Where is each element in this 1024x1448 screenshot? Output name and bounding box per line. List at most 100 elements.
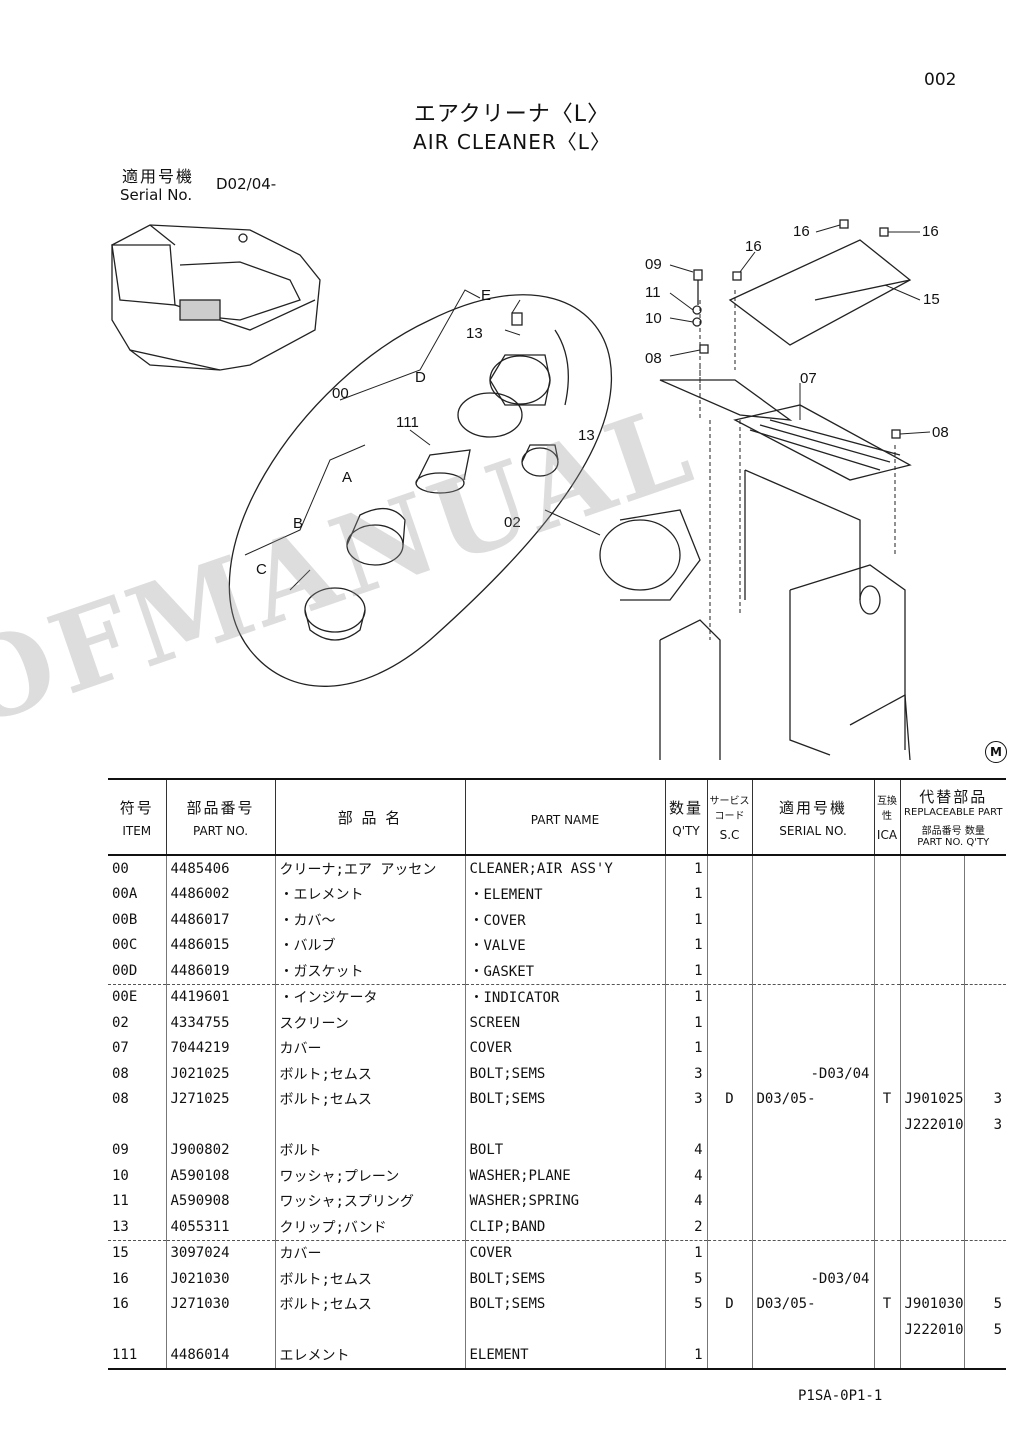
cell-qty: 5: [664, 1266, 707, 1292]
cell-part-no: J271030: [165, 1291, 275, 1317]
cell-ica: [873, 907, 900, 933]
cell-sc: [706, 1266, 752, 1292]
cell-repl-part-no: [899, 1214, 964, 1240]
cell-qty: 1: [664, 932, 707, 958]
cell-qty: 4: [664, 1188, 707, 1214]
cell-repl-qty: 3: [963, 1086, 1006, 1112]
cell-part-no: 4485406: [165, 855, 275, 882]
cell-sc: D: [706, 1291, 752, 1317]
cell-repl-part-no: [899, 1239, 964, 1266]
cell-part-no: 4486002: [165, 881, 275, 907]
cell-ica: [873, 1061, 900, 1087]
cell-repl-qty: [963, 1137, 1006, 1163]
cell-ica: [873, 1010, 900, 1036]
cell-repl-qty: [963, 983, 1006, 1010]
callout-13a: 13: [466, 325, 483, 342]
cell-repl-qty: [963, 1010, 1006, 1036]
cell-repl-part-no: [899, 983, 964, 1010]
cell-repl-qty: [963, 855, 1006, 882]
cell-item: 13: [112, 1218, 129, 1235]
cell-repl-qty: [963, 932, 1006, 958]
cell-part-no: J021025: [165, 1061, 275, 1087]
cell-repl-part-no: [899, 958, 964, 984]
cell-ica: [873, 983, 900, 1010]
callout-10: 10: [645, 310, 662, 327]
callout-111: 111: [396, 414, 419, 431]
cell-qty: 1: [664, 881, 707, 907]
cell-repl-part-no: [899, 855, 964, 882]
cell-serial: D03/05-: [751, 1086, 874, 1112]
cell-ica: [873, 1317, 900, 1343]
cell-ica: [873, 1342, 900, 1370]
callout-labels: 00 A B C D E 111 02 13 13 09 11 10 08 08…: [256, 223, 949, 578]
cell-part-name: ・COVER: [464, 907, 665, 933]
callout-08a: 08: [645, 350, 662, 367]
cell-ica: [873, 1112, 900, 1138]
cell-name-jp: ボルト;セムス: [274, 1291, 465, 1317]
cell-serial: [751, 1342, 874, 1370]
cell-repl-part-no: J901030: [899, 1291, 964, 1317]
cell-part-name: [464, 1112, 665, 1138]
cell-name-jp: ワッシャ;プレーン: [274, 1163, 465, 1189]
cell-serial: D03/05-: [751, 1291, 874, 1317]
cell-repl-qty: [963, 1266, 1006, 1292]
cell-item: 00B: [112, 911, 138, 928]
callout-15: 15: [923, 291, 940, 308]
cell-repl-part-no: [899, 1035, 964, 1061]
cell-item: 09: [112, 1142, 129, 1159]
cell-qty: 1: [664, 1035, 707, 1061]
cell-serial: [751, 1163, 874, 1189]
cell-item: [108, 1317, 166, 1343]
cell-qty: 3: [664, 1086, 707, 1112]
cell-qty: 2: [664, 1214, 707, 1240]
cell-part-no: 4486017: [165, 907, 275, 933]
cleaner-parts: [304, 312, 569, 641]
cell-part-name: [464, 1317, 665, 1343]
cell-repl-part-no: J222010: [899, 1112, 964, 1138]
cell-part-no: 4419601: [165, 983, 275, 1010]
cell-repl-part-no: [899, 1010, 964, 1036]
cell-name-jp: ・インジケータ: [274, 983, 465, 1010]
cell-sc: [706, 1317, 752, 1343]
cell-part-name: WASHER;PLANE: [464, 1163, 665, 1189]
cell-repl-qty: [963, 1061, 1006, 1087]
cell-name-jp: クリーナ;エア アッセン: [274, 855, 465, 882]
cell-item: 16: [112, 1270, 129, 1287]
page-title-en: AIR CLEANER〈L〉: [413, 130, 611, 154]
cell-part-name: WASHER;SPRING: [464, 1188, 665, 1214]
cell-repl-qty: [963, 881, 1006, 907]
cell-name-jp: エレメント: [274, 1342, 465, 1370]
cell-item: 08: [112, 1065, 129, 1082]
cell-sc: D: [706, 1086, 752, 1112]
cell-qty: 1: [664, 1342, 707, 1370]
cell-ica: T: [873, 1086, 900, 1112]
cell-part-name: BOLT;SEMS: [464, 1061, 665, 1087]
callout-16a: 16: [793, 223, 810, 240]
cell-repl-qty: 3: [963, 1112, 1006, 1138]
callout-00: 00: [332, 385, 349, 402]
manual-mark-icon: M: [985, 741, 1007, 763]
cell-part-name: COVER: [464, 1035, 665, 1061]
cell-qty: 1: [664, 907, 707, 933]
cell-ica: [873, 932, 900, 958]
cell-sc: [706, 1112, 752, 1138]
cell-part-name: CLEANER;AIR ASS'Y: [464, 855, 665, 882]
cell-part-name: SCREEN: [464, 1010, 665, 1036]
cell-repl-qty: [963, 1035, 1006, 1061]
cell-repl-qty: [963, 1214, 1006, 1240]
cell-name-jp: ボルト;セムス: [274, 1086, 465, 1112]
